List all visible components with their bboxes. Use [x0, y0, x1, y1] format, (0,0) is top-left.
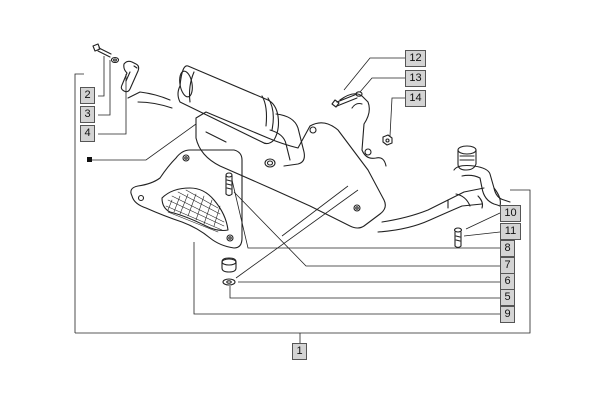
reference-marker [87, 157, 92, 162]
callout-label-12[interactable]: 12 [405, 50, 426, 67]
mounting-bracket [339, 93, 387, 167]
callout-label-6[interactable]: 6 [500, 273, 515, 290]
bolt-part-2 [92, 43, 112, 58]
heat-guard-part-9 [130, 149, 243, 249]
callout-label-11[interactable]: 11 [500, 223, 521, 240]
callout-label-10[interactable]: 10 [500, 205, 521, 222]
leader-lines [74, 56, 531, 343]
clamp-bracket-part-4 [120, 60, 140, 93]
guard-mesh-grille [165, 189, 225, 233]
heat-shield-part-1 [195, 111, 485, 233]
callout-label-7[interactable]: 7 [500, 257, 515, 274]
washer-part-13 [355, 91, 363, 97]
muffler-part-8 [127, 65, 305, 168]
callout-label-14[interactable]: 14 [405, 90, 426, 107]
grommet-part-6 [221, 257, 237, 273]
callout-label-5[interactable]: 5 [500, 289, 515, 306]
callout-label-3[interactable]: 3 [80, 106, 95, 123]
bolt-part-10-11 [453, 227, 463, 249]
screw-part-7 [225, 172, 233, 197]
callout-label-8[interactable]: 8 [500, 240, 515, 257]
callout-label-13[interactable]: 13 [405, 70, 426, 87]
callout-label-1[interactable]: 1 [292, 343, 307, 360]
callout-label-2[interactable]: 2 [80, 87, 95, 104]
washer-part-3 [110, 56, 120, 64]
callout-label-4[interactable]: 4 [80, 125, 95, 142]
exhaust-manifold [453, 145, 511, 211]
callout-label-9[interactable]: 9 [500, 306, 515, 323]
bolt-part-12 [331, 93, 358, 108]
nut-part-14 [382, 134, 393, 146]
washer-part-5 [222, 278, 236, 286]
